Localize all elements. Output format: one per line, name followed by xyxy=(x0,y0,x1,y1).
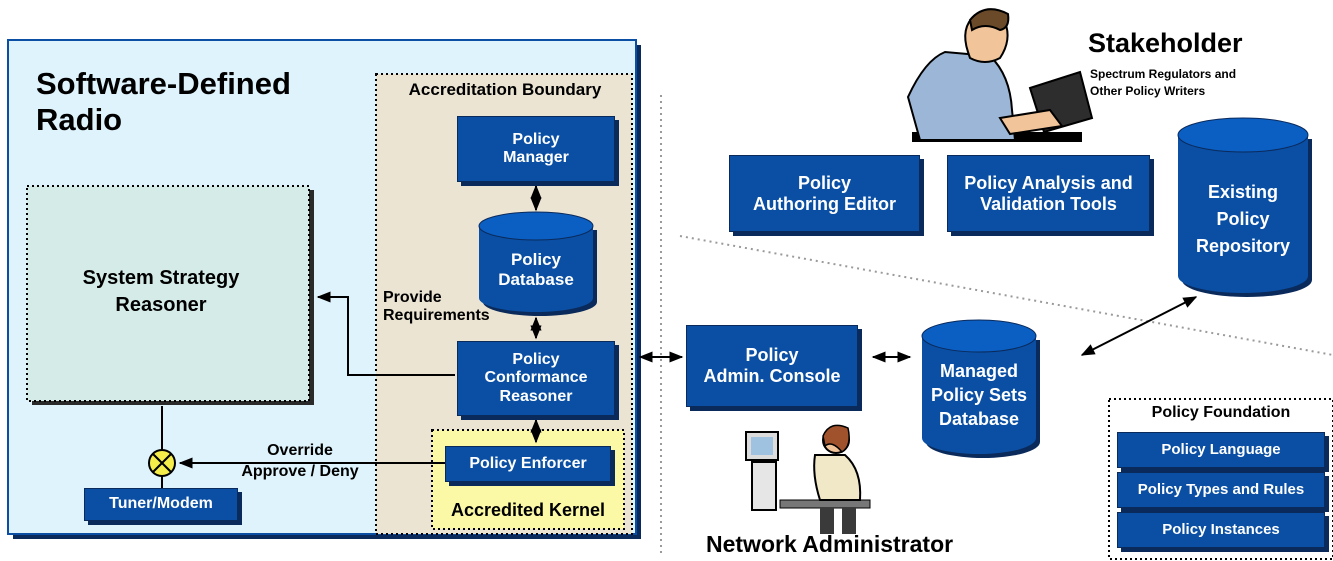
policy-analysis-tools-box: Policy Analysis and Validation Tools xyxy=(947,155,1150,232)
policy-manager-box: Policy Manager xyxy=(457,116,615,182)
network-admin-label: Network Administrator xyxy=(706,531,954,557)
arrow-managed-repository xyxy=(1080,296,1198,356)
policy-language-box: Policy Language xyxy=(1117,432,1325,468)
provide-requirements-label: Provide Requirements xyxy=(383,289,490,325)
override-label: Override Approve / Deny xyxy=(241,442,359,480)
policy-database-label: Policy Database xyxy=(498,250,574,289)
combiner-icon xyxy=(148,449,176,477)
policy-instances-box: Policy Instances xyxy=(1117,512,1325,548)
managed-sets-cylinder xyxy=(921,319,1040,458)
tuner-modem-box: Tuner/Modem xyxy=(84,488,238,521)
policy-admin-console-box: Policy Admin. Console xyxy=(686,325,858,407)
admin-figure-icon xyxy=(745,424,871,534)
accreditation-boundary-label: Accreditation Boundary xyxy=(408,80,602,99)
policy-foundation-frame xyxy=(1108,398,1333,560)
existing-repository-label: Existing Policy Repository xyxy=(1195,181,1291,256)
stakeholder-subtitle: Spectrum Regulators and Other Policy Wri… xyxy=(1090,67,1237,99)
existing-repository-cylinder xyxy=(1177,117,1312,297)
strategy-box xyxy=(26,185,310,402)
accredited-kernel-label: Accredited Kernel xyxy=(450,500,606,520)
policy-authoring-editor-box: Policy Authoring Editor xyxy=(729,155,920,232)
stakeholder-title: Stakeholder xyxy=(1088,28,1243,58)
managed-sets-label: Managed Policy Sets Database xyxy=(930,360,1028,430)
conformance-reasoner-box: Policy Conformance Reasoner xyxy=(457,341,615,416)
policy-database-cylinder xyxy=(478,211,597,316)
sdr-title: Software-Defined Radio xyxy=(36,66,291,137)
strategy-reasoner-label: System Strategy Reasoner xyxy=(82,267,240,316)
policy-foundation-title: Policy Foundation xyxy=(1151,404,1291,421)
policy-enforcer-box: Policy Enforcer xyxy=(445,446,611,482)
arrow-provide-requirements xyxy=(316,291,455,376)
stakeholder-figure-icon xyxy=(906,8,1094,142)
policy-types-rules-box: Policy Types and Rules xyxy=(1117,472,1325,508)
diagonal-separator xyxy=(679,235,1333,356)
